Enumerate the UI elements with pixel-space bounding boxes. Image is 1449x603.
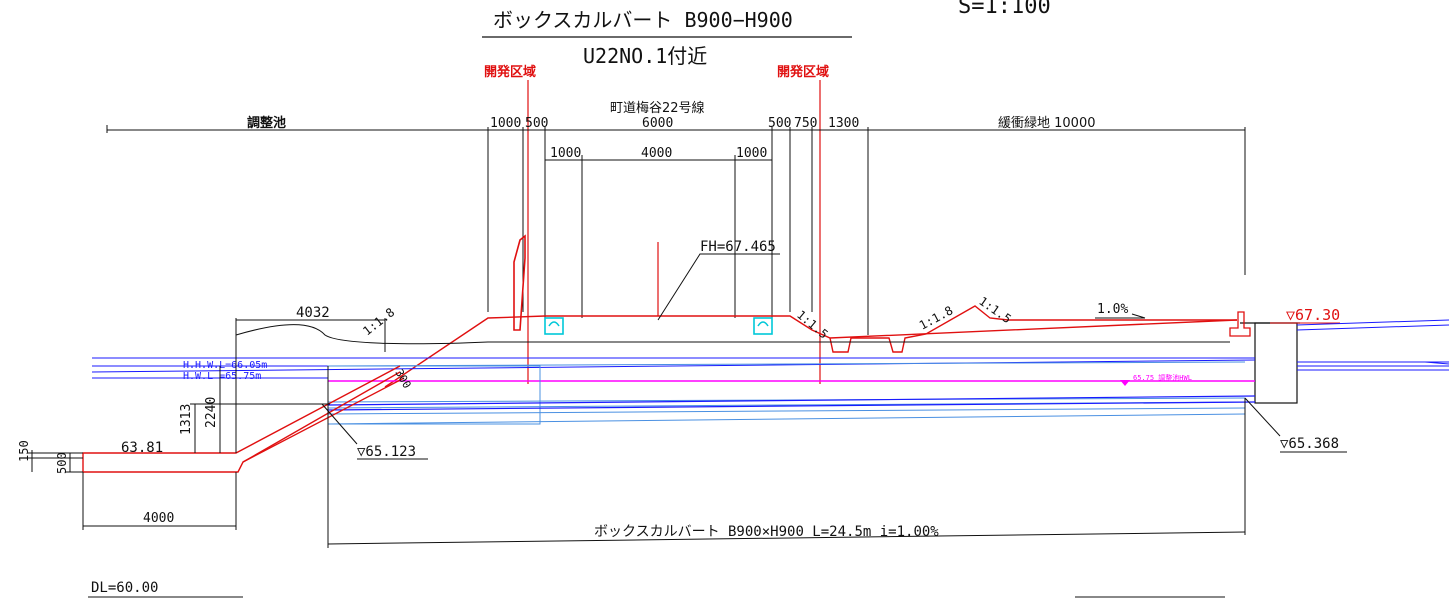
dim-6000: 6000 (642, 116, 673, 131)
drawing-subtitle: U22NO.1付近 (583, 44, 707, 68)
hhwl-label: H.H.W.L=66.05m (183, 360, 267, 371)
level-65-123: ▽65.123 (357, 444, 416, 460)
dim-1000-b: 1000 (550, 146, 581, 161)
dim-1300: 1300 (828, 116, 859, 131)
right-channel-lines (1296, 319, 1449, 371)
dim-500-left: 500 (525, 116, 548, 131)
left-small-dims (28, 450, 83, 473)
grade-label: 1.0% (1097, 302, 1128, 317)
dim-1000: 1000 (490, 116, 521, 131)
road-name-label: 町道梅谷22号線 (610, 100, 705, 116)
embankment-slope (82, 365, 405, 473)
right-curb (1229, 311, 1251, 337)
guardrail-post (513, 234, 526, 331)
culvert-length-dim (327, 366, 1246, 548)
left-gutter (544, 317, 564, 335)
dim-500-vertical: 500 (55, 452, 69, 474)
dim-750: 750 (794, 116, 817, 131)
fh-level: FH=67.465 (700, 239, 776, 255)
dev-zone-left-label: 開発区域 (484, 64, 536, 80)
slope-label-1: 1:1.5 (794, 308, 831, 342)
dim-4000-top: 4000 (641, 146, 672, 161)
level-65-368-leader (1244, 397, 1281, 437)
right-headwall (1240, 322, 1300, 404)
dim-4000-bottom: 4000 (143, 511, 174, 526)
dim-2240: 2240 (204, 397, 219, 428)
buffer-label: 緩衝緑地 10000 (998, 116, 1096, 131)
datum-label: DL=60.00 (91, 580, 158, 596)
dim-4032: 4032 (296, 305, 330, 321)
dev-zone-right-label: 開発区域 (777, 64, 829, 80)
road-dimension-line (545, 155, 772, 318)
dim-150: 150 (17, 440, 31, 462)
drawing-title: ボックスカルバート B900−H900 (493, 8, 793, 32)
ground-profile-line (384, 315, 1238, 388)
level-65-368: ▽65.368 (1280, 436, 1339, 452)
level-67-30: ▽67.30 (1286, 306, 1340, 324)
hwl-lines (91, 357, 1256, 379)
dim-1313: 1313 (179, 404, 194, 435)
pond-hwl-label: 65.75 調整池HWL (1133, 373, 1192, 382)
original-ground-line (235, 324, 1230, 345)
dim-4032-line (235, 318, 386, 453)
dim-500-right: 500 (768, 116, 791, 131)
dim-1000-c: 1000 (736, 146, 767, 161)
level-63-81: 63.81 (121, 440, 163, 456)
culvert-pipe (327, 361, 1246, 425)
hwl-label: H.W.L =65.75m (183, 371, 261, 382)
scale-label: S=1:100 (958, 0, 1051, 19)
fh-leader (657, 253, 780, 321)
slope-label-4: 1:1.5 (976, 294, 1014, 326)
culvert-label: ボックスカルバート B900×H900 L=24.5m i=1.00% (594, 524, 939, 540)
vertical-dims-left (190, 366, 330, 453)
right-gutter (753, 317, 773, 335)
pond-hwl-marker (1120, 380, 1130, 386)
top-dimension-line (106, 125, 1246, 335)
pond-label: 調整池 (247, 115, 286, 131)
slope-label-left: 1:1.8 (360, 305, 397, 338)
ditch-profile-line (829, 305, 1237, 353)
dim-4000-bottom-line (82, 472, 237, 530)
culvert-flow-lines (327, 395, 1256, 411)
